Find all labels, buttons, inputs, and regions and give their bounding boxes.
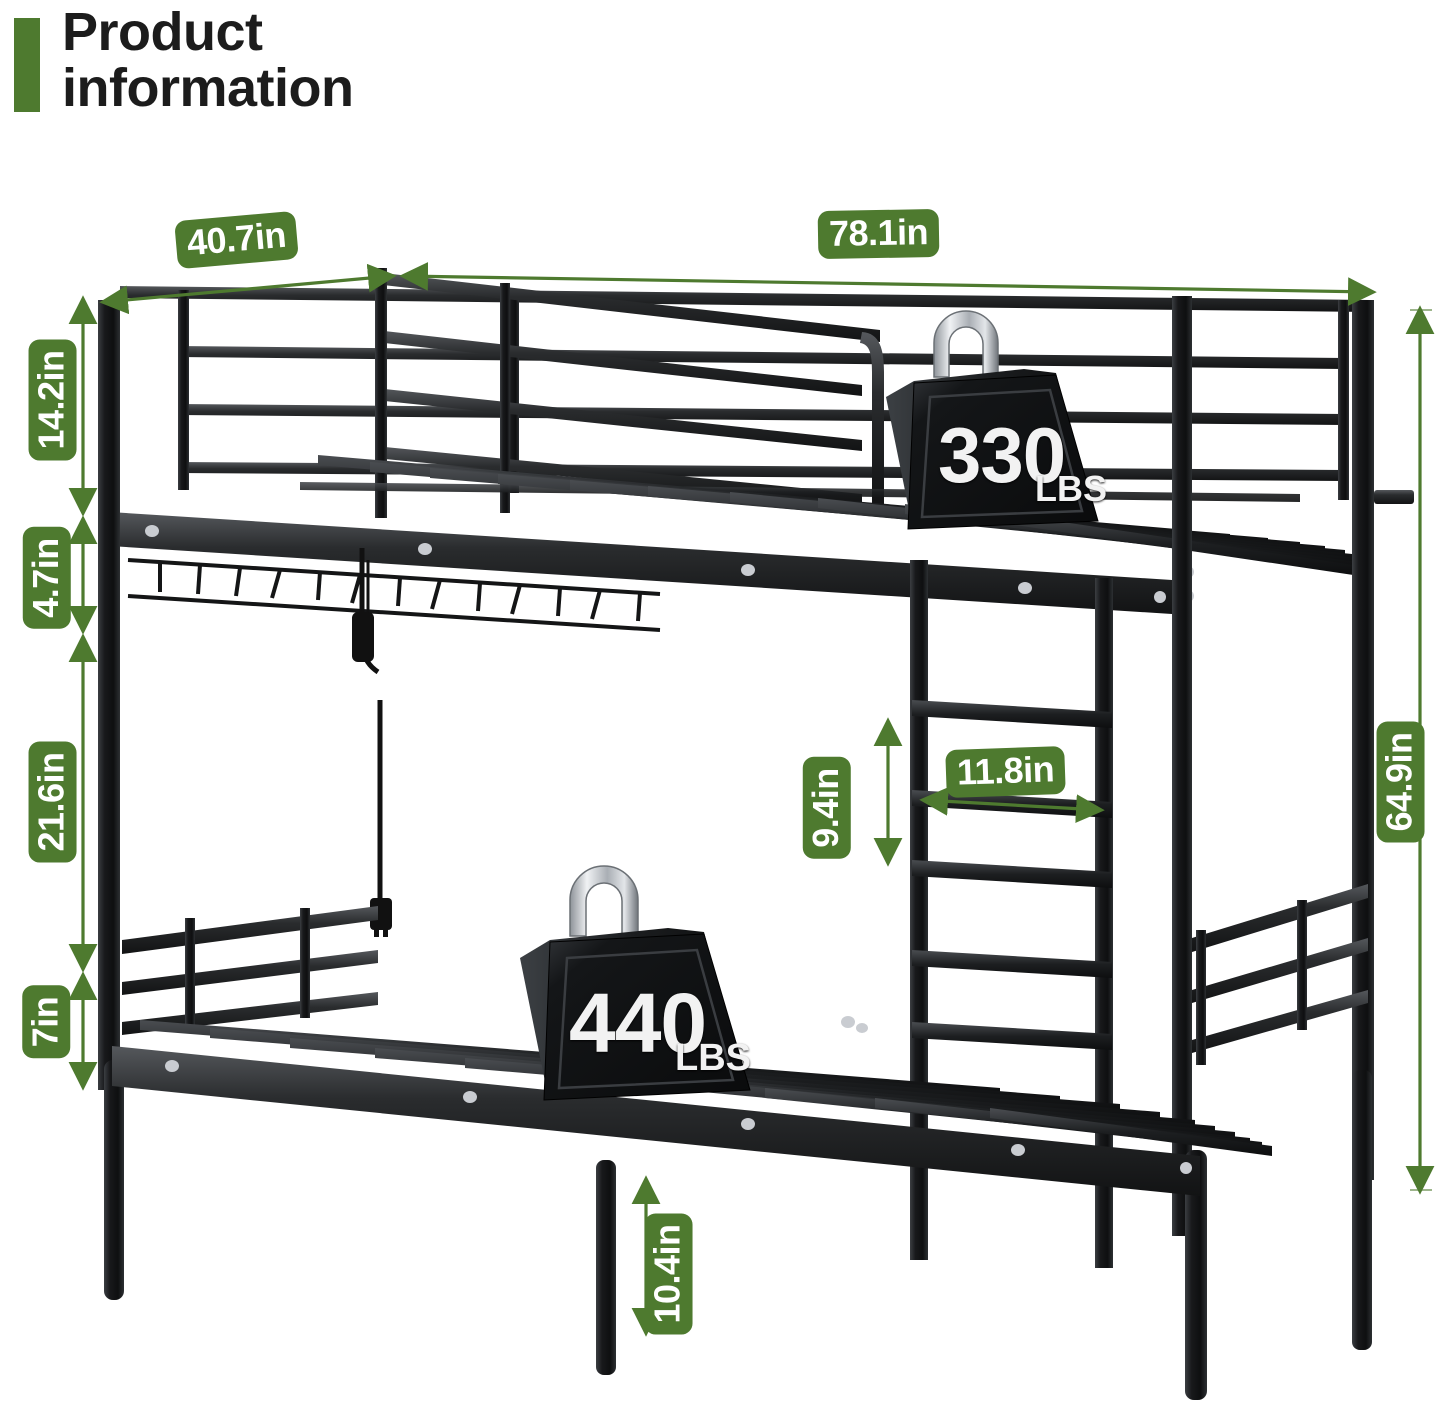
side-bracket xyxy=(1374,490,1414,504)
bed-posts xyxy=(98,296,1374,1400)
page-title-line-2: information xyxy=(62,58,354,119)
dimension-extension-lines xyxy=(1410,309,1432,1191)
lower-right-guardrail xyxy=(1192,884,1368,1065)
dimension-label-10-4: 10.4in xyxy=(646,1215,691,1333)
dim-line-40-7 xyxy=(99,263,397,315)
power-cord xyxy=(352,548,392,937)
bed-frame xyxy=(98,268,1414,1400)
dimension-label-64-9: 64.9in xyxy=(1378,723,1423,841)
lower-left-guardrail xyxy=(122,906,378,1035)
page-title-line-1: Product xyxy=(62,2,263,62)
weight-handle-440 xyxy=(569,865,639,937)
dimension-label-14-2: 14.2in xyxy=(30,341,75,459)
weight-handle-330 xyxy=(933,310,999,378)
accent-bar xyxy=(14,18,40,112)
weight-badge-330-graphic xyxy=(886,310,1099,530)
weight-badge-330: 330 LBS xyxy=(878,325,1118,545)
weight-value-440: 440 xyxy=(569,976,707,1070)
page-header: Product information xyxy=(0,0,1445,150)
dimension-label-9-4: 9.4in xyxy=(804,759,849,857)
lower-beam-rivets xyxy=(165,1016,1192,1174)
dimension-label-21-6: 21.6in xyxy=(30,743,75,861)
dim-line-11-8 xyxy=(919,786,1105,824)
weight-value-330: 330 xyxy=(938,411,1066,499)
dimension-label-7: 7in xyxy=(24,987,69,1057)
upper-deck-front-beam xyxy=(110,512,1172,614)
weight-badge-440: 440 LBS xyxy=(512,880,762,1115)
dimension-label-78-1: 78.1in xyxy=(819,210,938,258)
dimension-label-4-7: 4.7in xyxy=(24,529,69,627)
weight-unit-440: LBS xyxy=(675,1037,751,1079)
dimension-label-11-8: 11.8in xyxy=(947,748,1064,796)
weight-unit-330: LBS xyxy=(1035,468,1107,509)
weight-badge-440-graphic xyxy=(520,865,751,1101)
page-title: Product information xyxy=(62,4,682,116)
dim-line-78-1 xyxy=(399,261,1377,307)
lower-deck-front-beam xyxy=(112,1046,1200,1196)
upper-deck-wire-support xyxy=(127,558,661,632)
